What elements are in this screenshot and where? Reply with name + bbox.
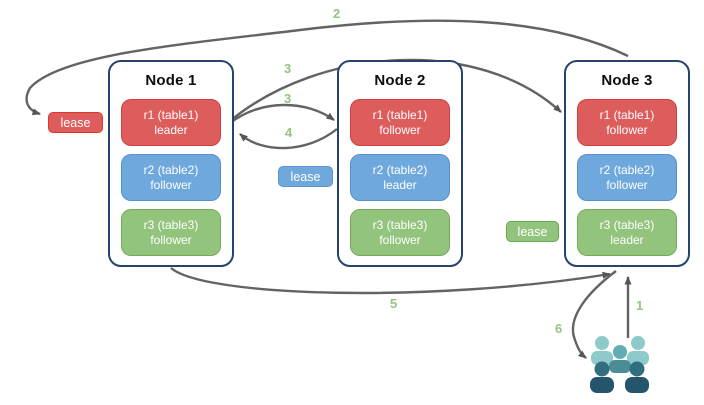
replica-role: follower <box>150 232 192 247</box>
replica-label: r3 (table3) <box>143 217 199 232</box>
step-label-3b: 3 <box>284 91 292 106</box>
replica-label: r2 (table2) <box>599 162 655 177</box>
arrow-step-3-node1-to-node2 <box>229 103 335 124</box>
step-label-6: 6 <box>555 321 563 336</box>
node-3-replica-r1: r1 (table1) follower <box>577 99 677 146</box>
replica-role: leader <box>610 232 644 247</box>
step-label-4: 4 <box>285 125 293 140</box>
node-3-title: Node 3 <box>601 72 653 89</box>
node-1: Node 1 r1 (table1) leader r2 (table2) fo… <box>108 60 234 267</box>
replica-label: r2 (table2) <box>372 162 428 177</box>
node-1-replica-r3: r3 (table3) follower <box>121 209 221 256</box>
replica-role: follower <box>150 177 192 192</box>
lease-tag-red: lease <box>48 112 103 133</box>
replica-role: leader <box>383 177 417 192</box>
step-label-3a: 3 <box>284 61 292 76</box>
node-2-replica-r2: r2 (table2) leader <box>350 154 450 201</box>
replica-role: follower <box>379 122 421 137</box>
replica-role: follower <box>379 232 421 247</box>
node-1-replica-r1: r1 (table1) leader <box>121 99 221 146</box>
replica-label: r1 (table1) <box>599 107 655 122</box>
replica-label: r3 (table3) <box>372 217 428 232</box>
step-label-1: 1 <box>636 298 644 313</box>
step-label-2: 2 <box>333 6 341 21</box>
node-2-title: Node 2 <box>374 72 426 89</box>
node-3-replica-r2: r2 (table2) follower <box>577 154 677 201</box>
users-group-icon <box>590 336 649 393</box>
step-label-5: 5 <box>390 296 398 311</box>
node-2: Node 2 r1 (table1) follower r2 (table2) … <box>337 60 463 267</box>
lease-tag-blue: lease <box>278 166 333 187</box>
lease-tag-green: lease <box>506 221 559 242</box>
node-2-replica-r1: r1 (table1) follower <box>350 99 450 146</box>
arrow-step-4-node2-to-node1 <box>239 128 338 150</box>
replica-role: follower <box>606 177 648 192</box>
replica-role: follower <box>606 122 648 137</box>
node-3-replica-r3: r3 (table3) leader <box>577 209 677 256</box>
replica-label: r1 (table1) <box>372 107 428 122</box>
replica-label: r3 (table3) <box>599 217 655 232</box>
arrow-step-5-node1-to-node3 <box>170 267 611 295</box>
node-2-replica-r3: r3 (table3) follower <box>350 209 450 256</box>
replica-label: r2 (table2) <box>143 162 199 177</box>
node-3: Node 3 r1 (table1) follower r2 (table2) … <box>564 60 690 267</box>
node-1-title: Node 1 <box>145 72 197 89</box>
node-1-replica-r2: r2 (table2) follower <box>121 154 221 201</box>
arrow-step-6-node3-to-users <box>571 270 617 359</box>
replica-role: leader <box>154 122 188 137</box>
replica-label: r1 (table1) <box>143 107 199 122</box>
arrow-step-2-node3-to-lease1 <box>25 19 629 116</box>
